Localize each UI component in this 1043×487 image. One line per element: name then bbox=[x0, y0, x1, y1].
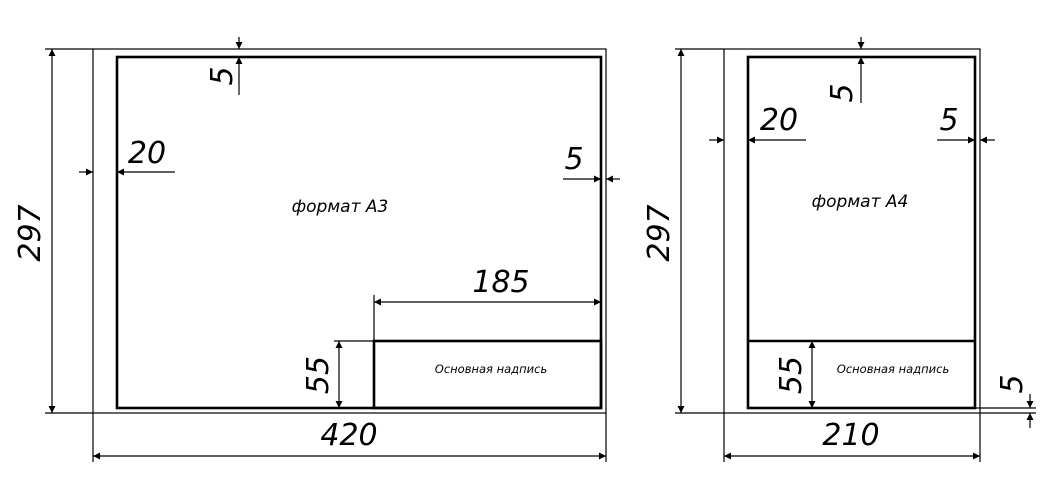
a3-dim-left-margin: 20 bbox=[79, 136, 175, 176]
a3-dim-height: 297 bbox=[13, 48, 93, 414]
a3-dim-right-margin: 5 bbox=[563, 142, 620, 183]
a4-dim-top-margin-text: 5 bbox=[825, 83, 860, 102]
a4-dim-width: 210 bbox=[723, 413, 981, 462]
a4-sheet-outline bbox=[723, 48, 981, 414]
a3-dim-title-width-text: 185 bbox=[472, 265, 529, 300]
a4-dim-left-margin-text: 20 bbox=[760, 103, 798, 138]
a3-dim-height-text: 297 bbox=[13, 204, 48, 261]
a4-dim-title-height: 55 bbox=[774, 341, 816, 408]
a4-title-block-label: Основная надпись bbox=[837, 362, 949, 376]
a3-dim-top-margin: 5 bbox=[205, 37, 243, 95]
a4-dim-width-text: 210 bbox=[822, 418, 879, 453]
a4-sheet: Основная надпись формат А4 210 297 20 5 bbox=[642, 37, 1036, 462]
a4-dim-bottom-margin: 5 bbox=[975, 374, 1036, 428]
a3-dim-left-margin-text: 20 bbox=[128, 136, 166, 171]
a4-dim-height-text: 297 bbox=[642, 204, 677, 261]
a3-dim-width-text: 420 bbox=[320, 418, 377, 453]
a3-sheet-outline bbox=[92, 48, 607, 414]
a3-dim-title-height-text: 55 bbox=[301, 356, 336, 394]
a4-dim-left-margin: 20 bbox=[709, 103, 806, 144]
a3-dim-title-width: 185 bbox=[373, 265, 601, 341]
a3-frame bbox=[115, 55, 603, 410]
a3-dim-right-margin-text: 5 bbox=[564, 142, 583, 177]
a3-dim-title-height: 55 bbox=[301, 340, 374, 408]
a4-dim-right-margin: 5 bbox=[937, 103, 995, 144]
a4-dim-top-margin: 5 bbox=[825, 37, 865, 103]
a3-title-block-label: Основная надпись bbox=[435, 362, 547, 376]
a4-dim-bottom-margin-text: 5 bbox=[995, 374, 1030, 393]
a4-dim-title-height-text: 55 bbox=[774, 356, 809, 394]
a3-sheet: Основная надпись формат А3 420 297 20 5 bbox=[13, 37, 620, 462]
a4-dim-right-margin-text: 5 bbox=[939, 103, 958, 138]
a3-dim-width: 420 bbox=[92, 413, 607, 462]
a3-dim-top-margin-text: 5 bbox=[205, 66, 240, 85]
a3-title-block bbox=[372, 339, 603, 410]
a3-format-label: формат А3 bbox=[292, 197, 389, 217]
a4-dim-height: 297 bbox=[642, 48, 724, 414]
a4-format-label: формат А4 bbox=[812, 192, 909, 212]
